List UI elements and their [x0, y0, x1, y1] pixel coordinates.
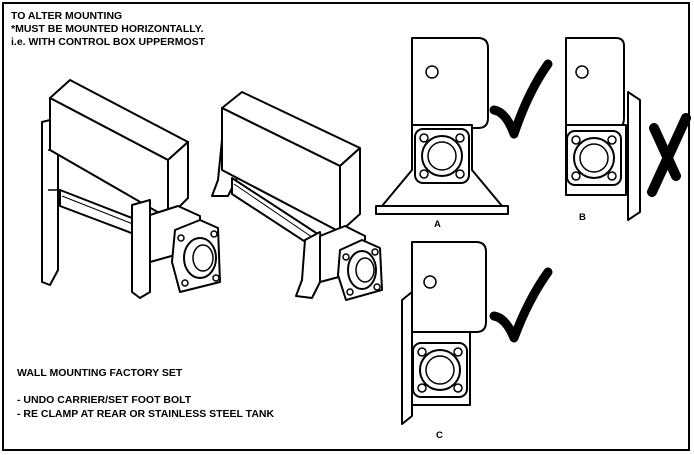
header-line-3: i.e. WITH CONTROL BOX UPPERMOST	[11, 36, 206, 48]
view-a-illustration	[375, 37, 509, 215]
view-c-illustration	[401, 241, 487, 425]
header-line-2: *MUST BE MOUNTED HORIZONTALLY.	[11, 23, 204, 35]
heater-left-illustration	[41, 79, 221, 299]
view-label-a: A	[434, 219, 441, 230]
view-b-illustration	[565, 37, 641, 221]
notes-title: WALL MOUNTING FACTORY SET	[17, 367, 183, 379]
check-icon	[489, 59, 553, 139]
header-line-1: TO ALTER MOUNTING	[11, 10, 123, 22]
cross-icon	[647, 113, 691, 197]
view-label-c: C	[436, 430, 443, 441]
notes-line-1: - UNDO CARRIER/SET FOOT BOLT	[17, 394, 192, 406]
check-icon	[489, 267, 553, 343]
heater-middle-illustration	[211, 91, 383, 301]
notes-line-2: - RE CLAMP AT REAR OR STAINLESS STEEL TA…	[17, 408, 275, 420]
view-label-b: B	[579, 212, 586, 223]
